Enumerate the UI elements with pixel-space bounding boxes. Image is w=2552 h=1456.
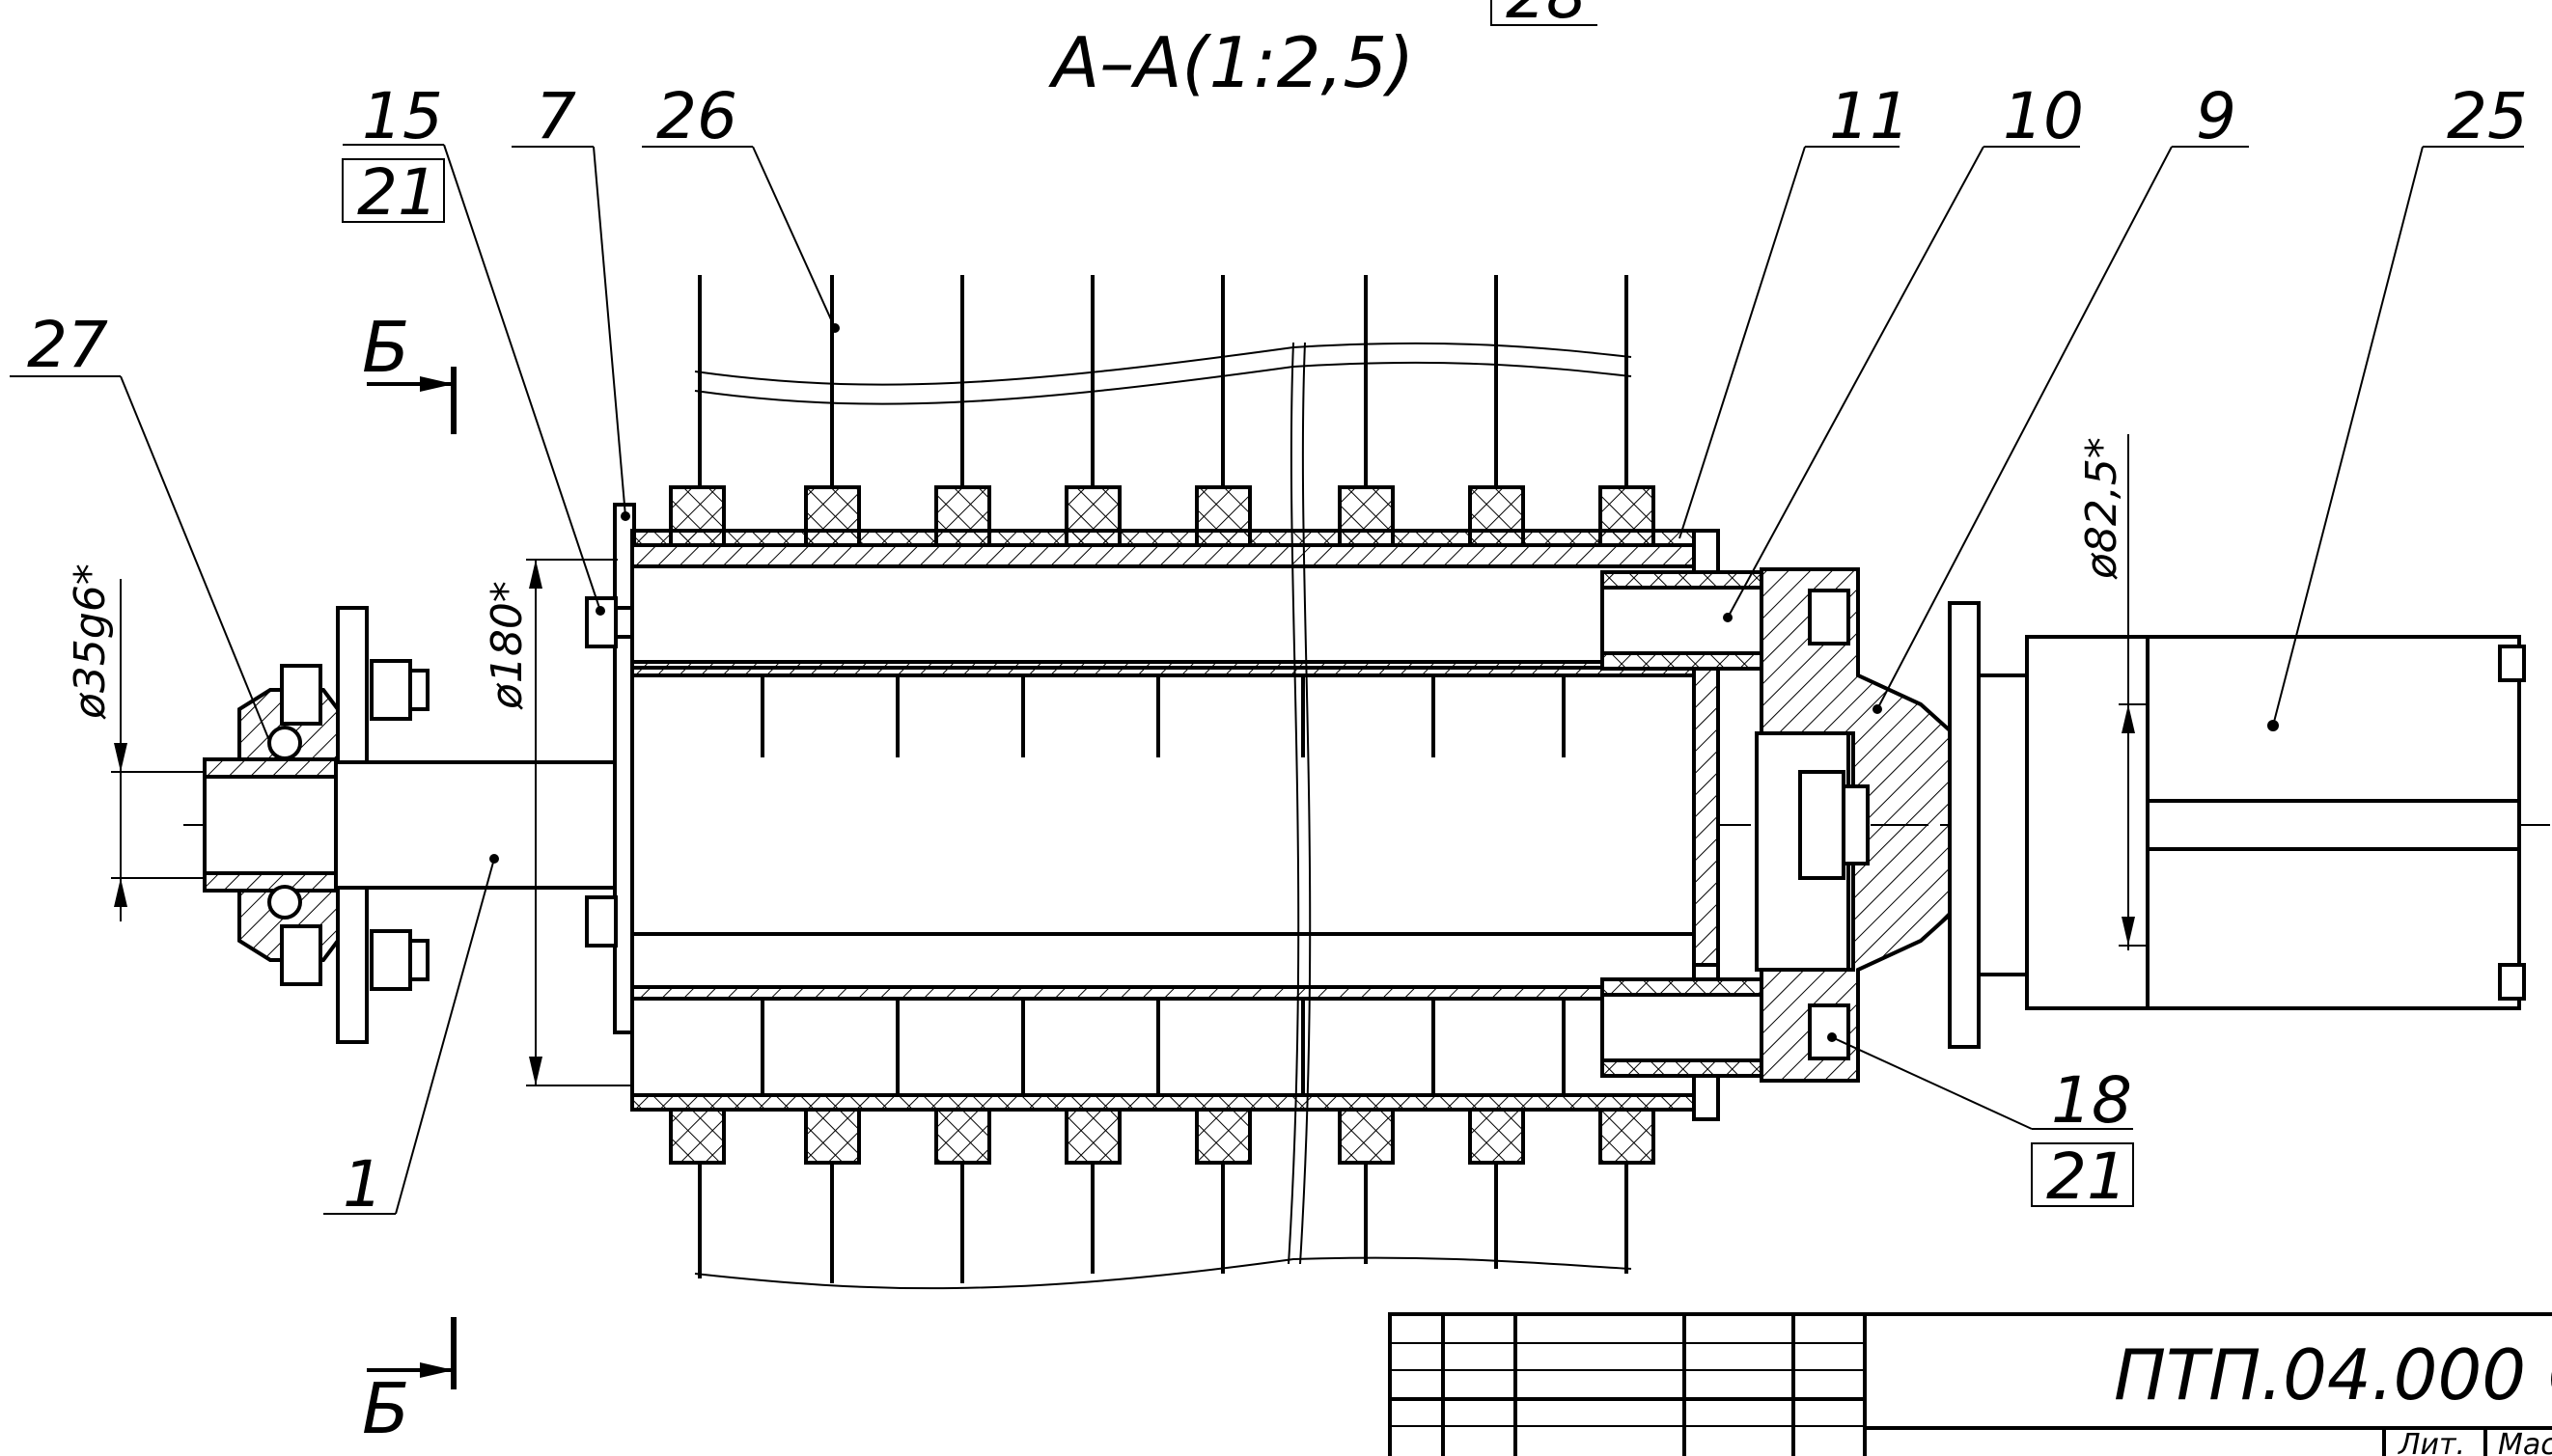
callout-7-label: 7 — [536, 79, 576, 153]
callout-26: 26 — [642, 79, 836, 329]
callout-18-sub-label: 21 — [2046, 1140, 2127, 1214]
callout-10: 10 — [1727, 79, 2084, 618]
callout-18-label: 18 — [2051, 1063, 2132, 1138]
callout-27: 27 — [10, 308, 271, 744]
callout-9: 9 — [1876, 79, 2249, 710]
motor-mount — [1948, 601, 2029, 1049]
tine-row-top — [630, 275, 1696, 547]
gear-flange — [1755, 567, 1971, 1083]
dimension-d82: ø82,5* — [2077, 434, 2148, 950]
callout-15-label: 15 — [362, 79, 443, 153]
drum-body — [630, 543, 1696, 1097]
motor — [2025, 635, 2526, 1010]
callout-25: 25 — [2272, 79, 2528, 727]
callout-1: 1 — [323, 858, 495, 1222]
dimension-d82-label: ø82,5* — [2077, 437, 2126, 580]
section-title: А–А(1:2,5) — [1048, 22, 1414, 103]
callout-11-label: 11 — [1829, 79, 1910, 153]
bearing-housing-left — [203, 606, 430, 1044]
callout-15-sub-label: 21 — [357, 155, 438, 230]
callout-7: 7 — [512, 79, 626, 517]
bolt-bottom-left — [370, 929, 430, 991]
callout-26-label: 26 — [656, 79, 737, 153]
callout-1-label: 1 — [343, 1147, 383, 1222]
dimension-d180: ø180* — [483, 559, 632, 1086]
top-fragment-box: 28 — [1490, 0, 1597, 33]
title-block-lit-header: Лит. — [2398, 1428, 2465, 1456]
drawing-designation: ПТП.04.000 СБ — [2114, 1334, 2552, 1415]
hub-right — [1600, 529, 1763, 1121]
top-fragment-label: 28 — [1506, 0, 1587, 33]
callout-27-label: 27 — [27, 308, 108, 382]
dimension-d35: ø35g6* — [66, 563, 205, 921]
title-block-mass-header: Мас — [2498, 1428, 2552, 1456]
bolt-upper-right — [1808, 589, 1850, 646]
callout-10-label: 10 — [2003, 79, 2084, 153]
section-mark-top: Б — [362, 307, 457, 434]
section-mark-bottom-label: Б — [362, 1368, 409, 1449]
callout-25-label: 25 — [2447, 79, 2528, 153]
bolt-top-left — [370, 659, 430, 721]
break-lines — [1288, 342, 1312, 1265]
section-mark-bottom: Б — [362, 1317, 457, 1449]
title-block: ПТП.04.000 СБ Лит. Мас — [1388, 1312, 2552, 1456]
dimension-d180-label: ø180* — [483, 581, 532, 710]
nut-center — [1798, 770, 1870, 880]
callout-11: 11 — [1678, 79, 1910, 539]
dimension-d35-label: ø35g6* — [66, 563, 115, 720]
tine-row-bottom — [630, 1093, 1696, 1290]
section-mark-top-label: Б — [362, 307, 409, 388]
callout-15-21: 15 21 — [342, 79, 601, 612]
bolt-lower-right — [1808, 1003, 1850, 1060]
callout-9-label: 9 — [2196, 79, 2236, 153]
callout-18-21: 18 21 — [1831, 1036, 2134, 1214]
